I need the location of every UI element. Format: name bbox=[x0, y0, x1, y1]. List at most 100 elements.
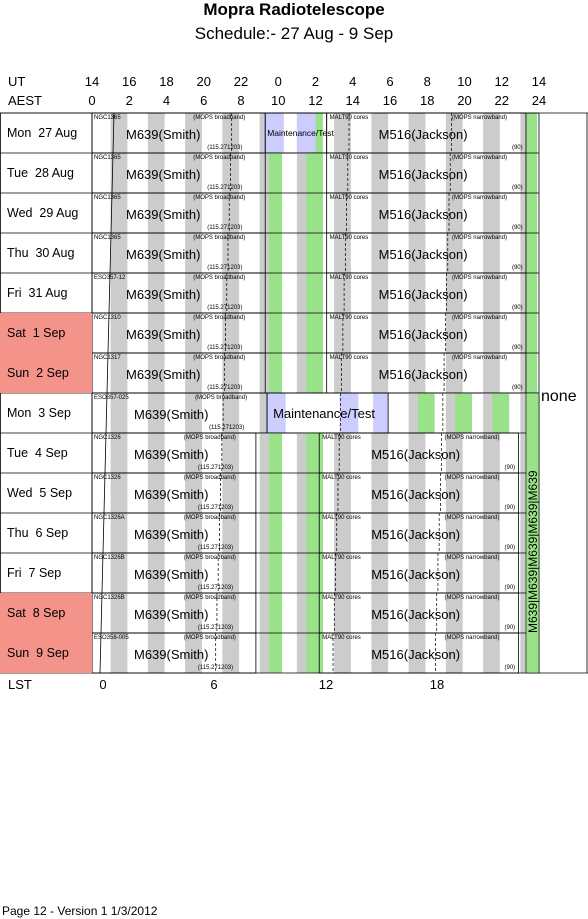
side-slot bbox=[525, 392, 540, 674]
green-slot bbox=[268, 433, 282, 473]
project-label: M516(Jackson) bbox=[371, 647, 461, 662]
code-label: (90) bbox=[504, 625, 516, 631]
day-label: Wed 29 Aug bbox=[7, 206, 79, 220]
mops-mode: (MOPS broadband) bbox=[193, 355, 246, 361]
ut-tick: 22 bbox=[233, 74, 249, 89]
green-slot bbox=[268, 473, 282, 513]
project-label: M516(Jackson) bbox=[378, 167, 468, 182]
project-label: M639(Smith) bbox=[134, 407, 209, 422]
time-band bbox=[371, 513, 389, 553]
time-band bbox=[334, 273, 351, 313]
time-band bbox=[147, 633, 165, 673]
project-label: M639(Smith) bbox=[126, 127, 201, 142]
ut-axis-label: UT bbox=[8, 74, 26, 89]
green-slot bbox=[525, 313, 538, 353]
green-slot bbox=[306, 353, 323, 393]
day-label: Sat 8 Sep bbox=[0, 593, 92, 633]
time-band bbox=[110, 113, 128, 153]
time-band bbox=[185, 273, 202, 313]
time-band bbox=[110, 553, 128, 593]
malt-label: MALT90 cores bbox=[322, 435, 361, 441]
project-label: M639(Smith) bbox=[126, 247, 201, 262]
time-band bbox=[185, 633, 202, 673]
mops-mode: (MOPS broadband) bbox=[183, 555, 236, 561]
source-name: ESO357-025 bbox=[94, 395, 129, 401]
code-label: (90) bbox=[511, 385, 523, 391]
time-band bbox=[483, 273, 500, 313]
mops-mode: (MOPS broadband) bbox=[193, 315, 246, 321]
time-band bbox=[110, 433, 128, 473]
time-band bbox=[110, 513, 128, 553]
green-slot bbox=[525, 153, 538, 193]
day-label: Tue 28 Aug bbox=[7, 166, 74, 180]
mops-mode: (MOPS broadband) bbox=[193, 195, 246, 201]
page-title: Mopra Radiotelescope bbox=[203, 0, 385, 19]
time-band bbox=[222, 553, 240, 593]
green-slot bbox=[525, 113, 538, 153]
mops-mode: (MOPS narrowband) bbox=[451, 235, 507, 241]
time-band bbox=[147, 513, 165, 553]
frequency: (115.271203) bbox=[207, 145, 243, 151]
code-label: (90) bbox=[511, 345, 523, 351]
project-label: M639(Smith) bbox=[126, 167, 201, 182]
time-band bbox=[445, 593, 463, 633]
time-band bbox=[445, 113, 463, 153]
aest-tick: 14 bbox=[345, 93, 360, 108]
malt-label: MALT90 cores bbox=[322, 475, 361, 481]
time-band bbox=[445, 433, 463, 473]
time-band bbox=[371, 313, 389, 353]
time-band bbox=[371, 273, 389, 313]
aest-tick: 8 bbox=[237, 93, 245, 108]
aest-tick: 0 bbox=[88, 93, 96, 108]
time-band bbox=[334, 553, 351, 593]
day-label: Fri 7 Sep bbox=[7, 566, 62, 580]
source-name: ESO358-005 bbox=[94, 635, 129, 641]
code-label: (90) bbox=[504, 665, 516, 671]
time-band bbox=[371, 473, 389, 513]
ut-tick: 12 bbox=[494, 74, 509, 89]
lst-tick: 0 bbox=[99, 677, 107, 692]
time-band bbox=[334, 633, 351, 673]
time-band bbox=[185, 233, 202, 273]
time-band bbox=[408, 633, 426, 673]
mops-mode: (MOPS narrowband) bbox=[451, 355, 507, 361]
green-slot bbox=[525, 353, 538, 393]
ut-tick: 0 bbox=[274, 74, 282, 89]
time-band bbox=[147, 353, 165, 393]
malt-label: MALT90 cores bbox=[329, 315, 369, 321]
malt-label: MALT90 cores bbox=[329, 155, 369, 161]
time-band bbox=[445, 633, 463, 673]
time-band bbox=[147, 153, 165, 193]
green-slot bbox=[306, 193, 323, 233]
source-name: NGC1310 bbox=[94, 315, 121, 321]
time-band bbox=[445, 473, 463, 513]
time-band bbox=[147, 393, 165, 433]
project-label: M639(Smith) bbox=[134, 527, 209, 542]
project-label: M516(Jackson) bbox=[378, 327, 468, 342]
green-slot bbox=[306, 633, 323, 673]
time-band bbox=[147, 193, 165, 233]
green-slot bbox=[268, 593, 282, 633]
aest-tick: 6 bbox=[200, 93, 208, 108]
time-band bbox=[408, 153, 426, 193]
project-label: M639(Smith) bbox=[134, 567, 209, 582]
ut-tick: 4 bbox=[349, 74, 357, 89]
frequency: (115.271203) bbox=[209, 425, 245, 431]
maintenance-label: Maintenance/Test bbox=[267, 128, 334, 138]
frequency: (115.271203) bbox=[207, 345, 243, 351]
mops-mode: (MOPS narrowband) bbox=[451, 115, 507, 121]
project-label: M639(Smith) bbox=[134, 447, 209, 462]
time-band bbox=[222, 313, 240, 353]
source-name: NGC1317 bbox=[94, 355, 121, 361]
code-label: (90) bbox=[511, 225, 523, 231]
mops-mode: (MOPS broadband) bbox=[193, 275, 246, 281]
mops-mode: (MOPS narrowband) bbox=[444, 515, 500, 521]
frequency: (115.271203) bbox=[207, 265, 243, 271]
maintenance-label: Maintenance/Test bbox=[273, 406, 375, 421]
project-label: M639(Smith) bbox=[126, 207, 201, 222]
time-band bbox=[408, 193, 426, 233]
time-band bbox=[147, 113, 165, 153]
time-band bbox=[110, 353, 128, 393]
green-slot bbox=[306, 433, 323, 473]
green-slot bbox=[268, 273, 282, 313]
